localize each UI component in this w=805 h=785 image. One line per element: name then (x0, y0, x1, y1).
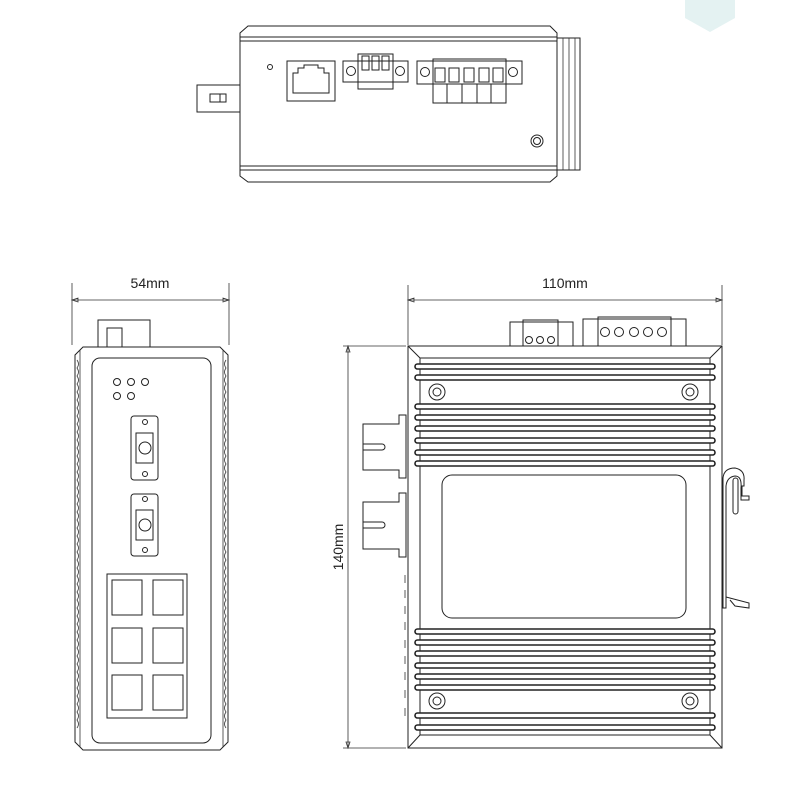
label-window (441, 474, 687, 619)
height-dimension-label: 140mm (330, 524, 346, 571)
fiber-connectors-side-icon (362, 414, 407, 558)
rj45-console-port-icon (286, 60, 336, 102)
din-clip-tab (196, 84, 241, 113)
terminal-block-3pin-icon (342, 53, 409, 90)
fiber-port-2-icon (130, 493, 159, 557)
side-view: 110mm 140mm (330, 275, 750, 750)
led-indicators-icon (113, 378, 149, 400)
depth-dimension-label: 110mm (542, 275, 588, 291)
ground-screw-icon (530, 134, 544, 148)
fiber-port-1-icon (130, 415, 159, 481)
din-rail-clip-icon (722, 467, 750, 609)
decorative-hexagon (685, 0, 735, 32)
led-icon (267, 64, 273, 70)
front-view: 54mm (70, 275, 231, 751)
width-dimension-label: 54mm (131, 275, 170, 291)
terminal-block-5pin-icon (416, 58, 523, 104)
rj45-ports-icon (106, 573, 188, 719)
mounting-screws-icon (428, 383, 699, 710)
top-view (196, 25, 581, 183)
